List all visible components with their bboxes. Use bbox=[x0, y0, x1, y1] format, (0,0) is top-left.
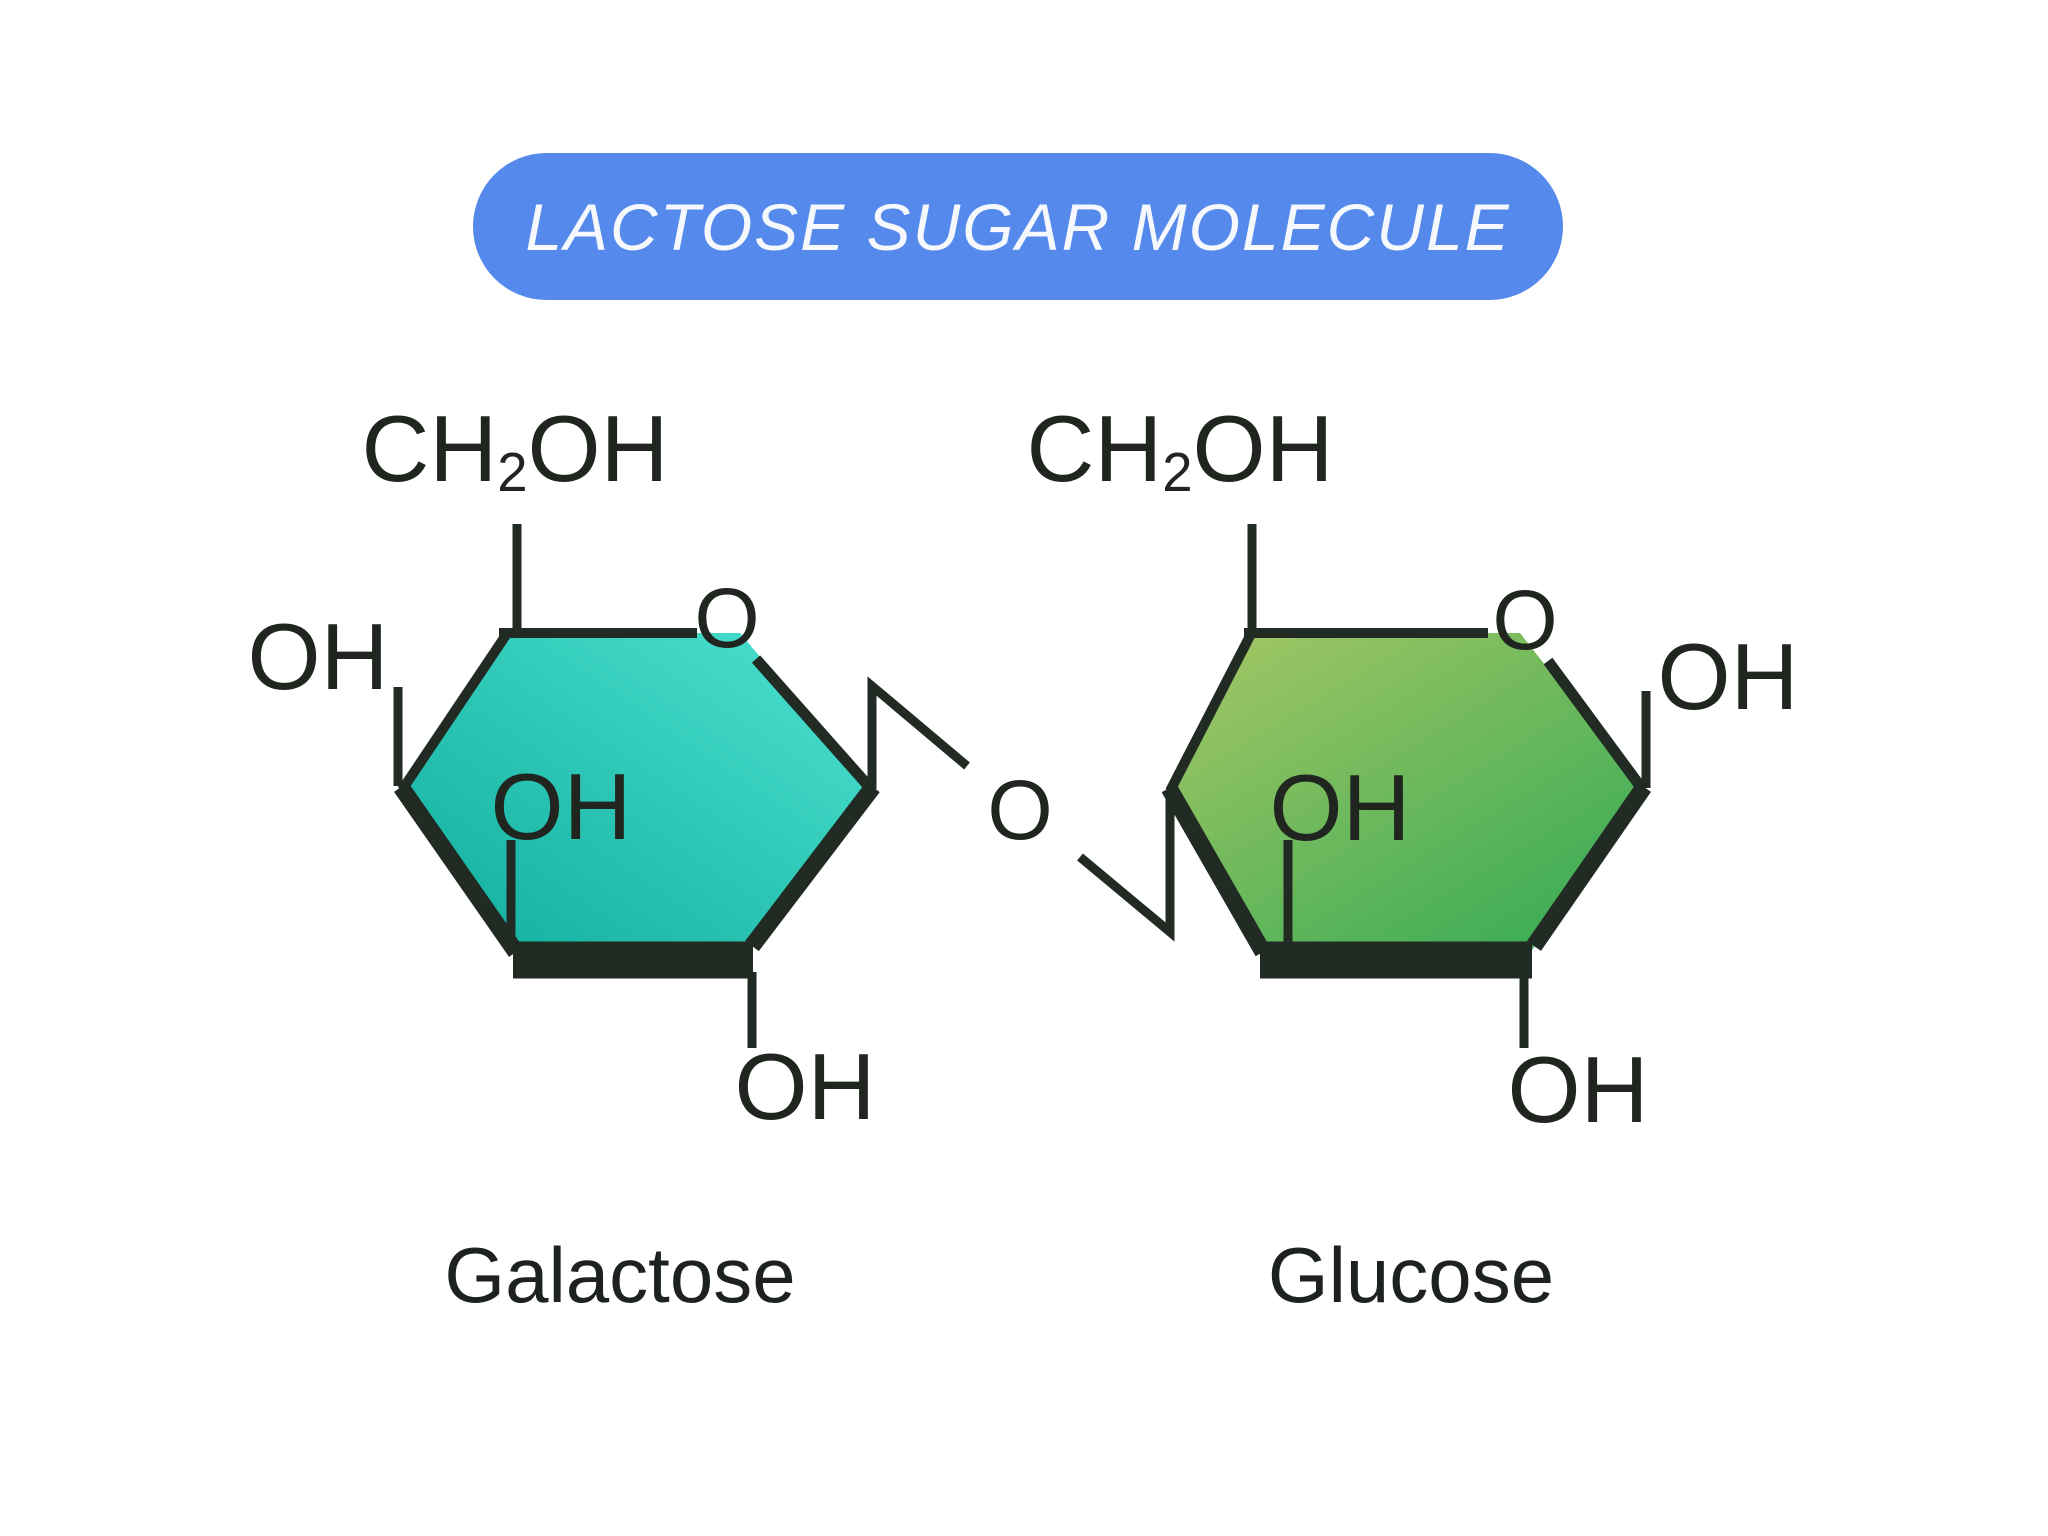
glucose-inner-oh-label: OH bbox=[1269, 755, 1411, 860]
glucose-bond-lines bbox=[1247, 524, 1651, 1048]
galactose-left-oh-label: OH bbox=[247, 604, 389, 709]
galactose-ch2oh-sub: 2 bbox=[497, 441, 528, 503]
glucose-ring-oxygen-label: O bbox=[1492, 573, 1558, 667]
galactose-name: Galactose bbox=[444, 1231, 796, 1319]
galactose-ch2oh-post: OH bbox=[527, 396, 669, 501]
galactose-ring-oxygen-label: O bbox=[694, 571, 760, 665]
title-pill: LACTOSE SUGAR MOLECULE bbox=[473, 153, 1563, 300]
glucose-name: Glucose bbox=[1267, 1231, 1555, 1319]
glycosidic-bond-left bbox=[867, 676, 970, 789]
glucose-ch2oh-sub: 2 bbox=[1162, 441, 1193, 503]
glucose-ch2oh-label: CH2OH bbox=[1026, 402, 1333, 500]
galactose-bond-lines bbox=[393, 524, 757, 1048]
galactose-bottom-oh-label: OH bbox=[734, 1034, 876, 1139]
glucose-ch2oh-post: OH bbox=[1192, 396, 1334, 501]
galactose-ch2oh-label: CH2OH bbox=[361, 402, 668, 500]
glucose-ch2oh-pre: CH bbox=[1026, 396, 1163, 501]
glucose-right-oh-label: OH bbox=[1657, 624, 1799, 729]
galactose-inner-oh-label: OH bbox=[490, 754, 632, 859]
glycosidic-oxygen-label: O bbox=[987, 763, 1053, 857]
glucose-ring-edges bbox=[1161, 628, 1651, 979]
diagram-title: LACTOSE SUGAR MOLECULE bbox=[525, 189, 1511, 264]
glucose-bottom-oh-label: OH bbox=[1507, 1037, 1649, 1142]
glycosidic-bond-right bbox=[1077, 791, 1175, 942]
galactose-hexagon bbox=[402, 633, 872, 950]
galactose-ring-edges bbox=[394, 628, 880, 979]
galactose-ch2oh-pre: CH bbox=[361, 396, 498, 501]
